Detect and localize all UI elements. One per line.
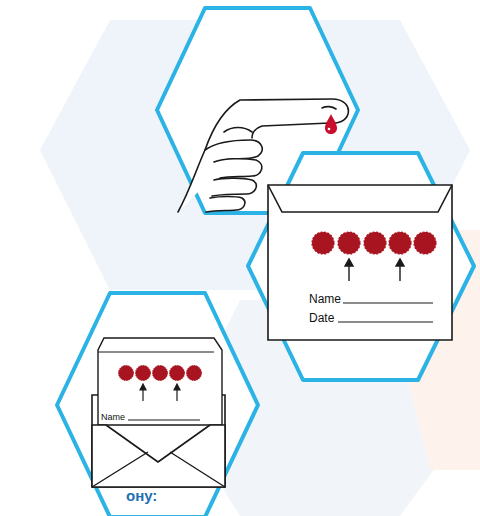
blood-spot-card <box>268 185 452 340</box>
blood-drop-highlight <box>328 128 331 131</box>
blood-drop <box>325 114 337 134</box>
caption-fragment: ону: <box>126 488 157 503</box>
hexagon-frame <box>57 293 258 516</box>
field-label: Date <box>309 312 334 324</box>
field-label: Name <box>101 413 125 422</box>
envelope <box>92 338 225 487</box>
field-label: Name <box>309 293 341 305</box>
hexagon-frame <box>248 153 474 380</box>
